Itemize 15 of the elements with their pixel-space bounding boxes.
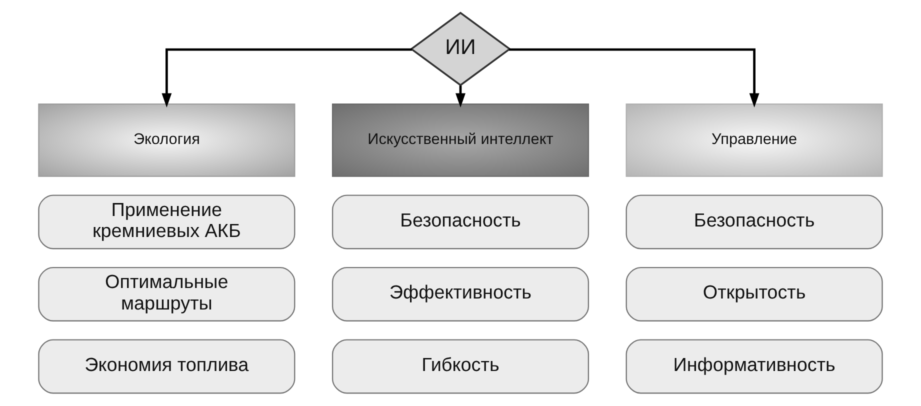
node-box: Экология — [38, 103, 296, 177]
node-box: Безопасность — [332, 194, 590, 250]
node-box: Информативность — [626, 339, 883, 394]
node-box: Искусственный интеллект — [332, 103, 590, 177]
node-box: Экономия топлива — [38, 339, 296, 394]
arrow — [162, 48, 412, 108]
node-box: Управление — [626, 103, 883, 177]
node-box: Применение кремниевых АКБ — [38, 194, 296, 250]
node-box: Безопасность — [626, 194, 883, 250]
node-box: Гибкость — [332, 339, 590, 394]
node-box: Эффективность — [332, 266, 590, 322]
node-box: Оптимальные маршруты — [38, 266, 296, 322]
node-box: Открытость — [626, 266, 883, 322]
arrow — [509, 48, 760, 108]
node-diamond: ИИ — [410, 12, 512, 86]
